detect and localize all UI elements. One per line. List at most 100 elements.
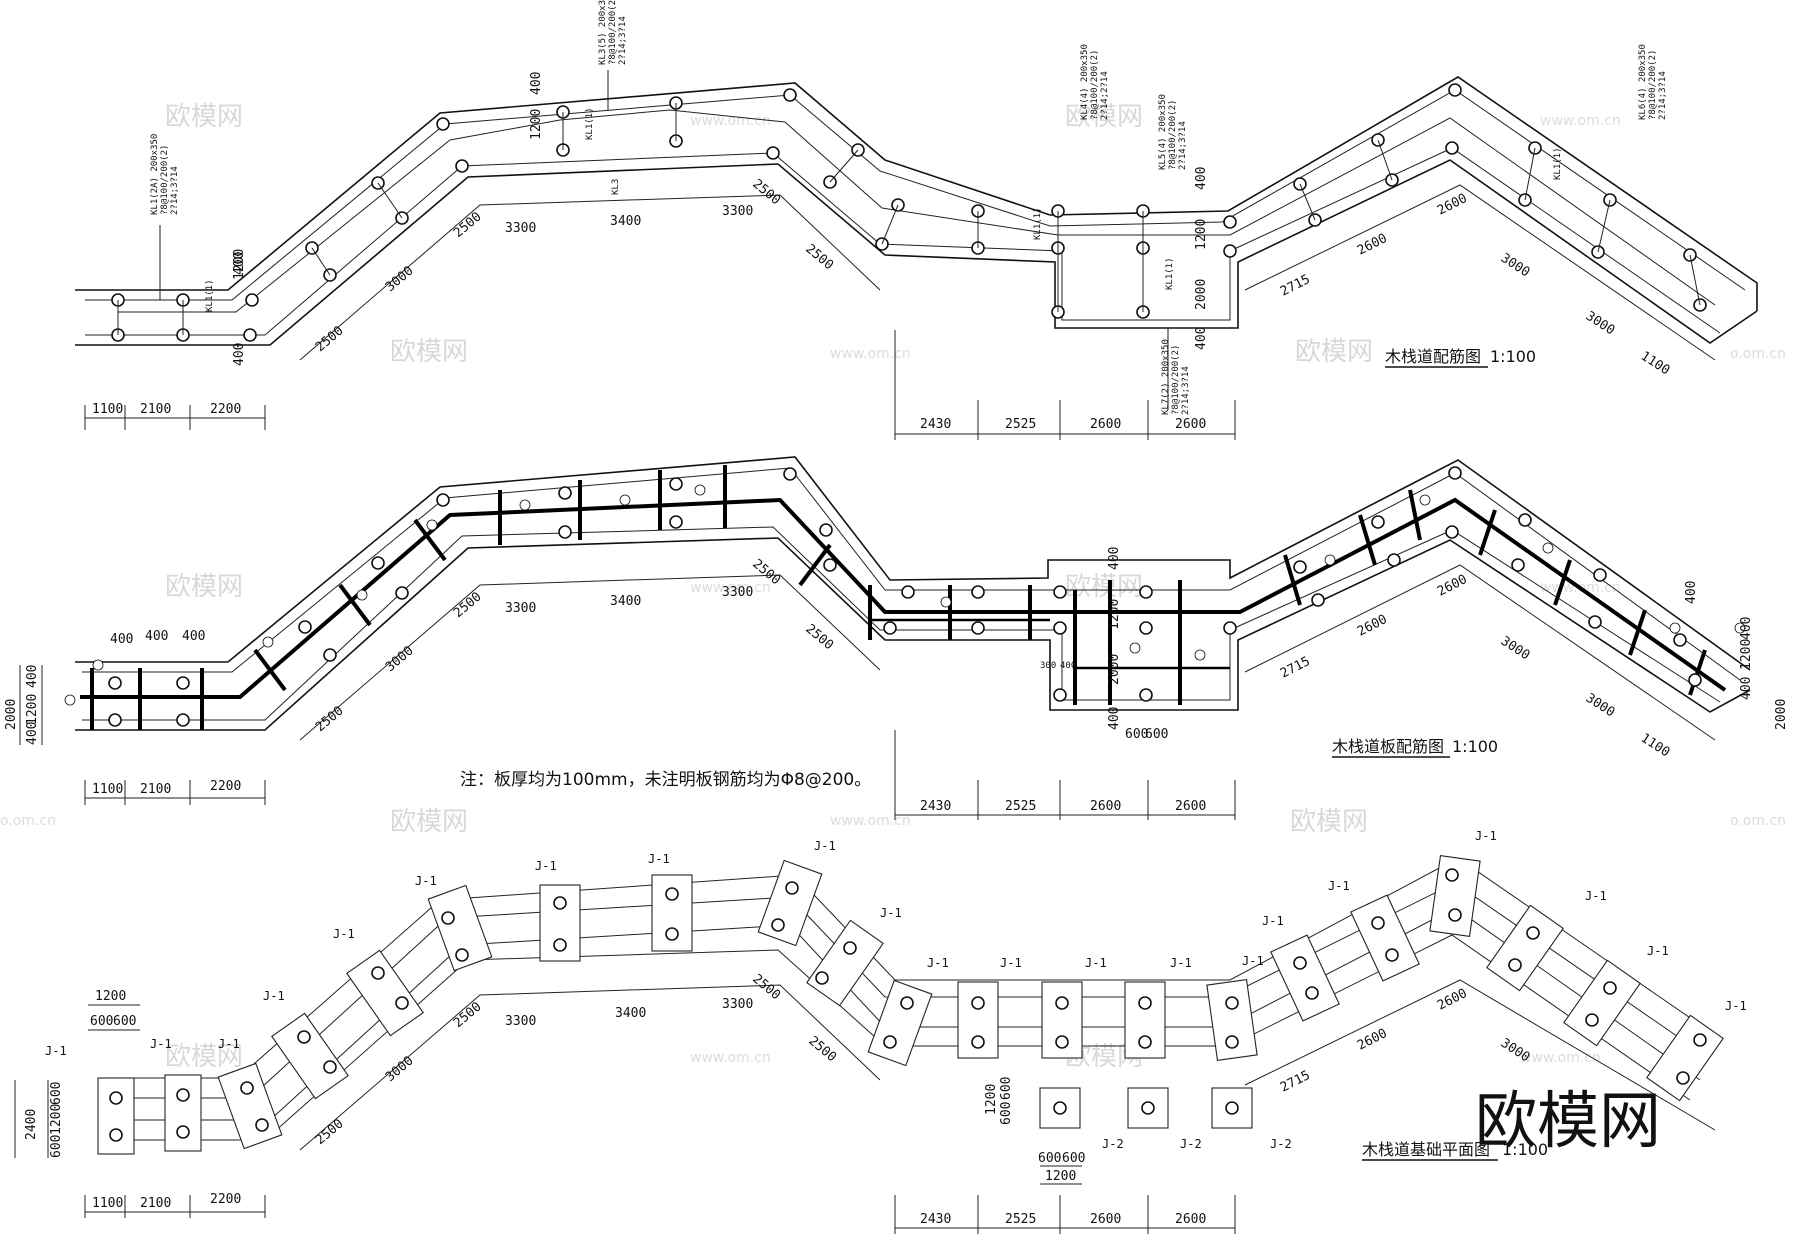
dimension-text: 600 [90, 1014, 113, 1029]
dimension-text: 2600 [1090, 1212, 1121, 1227]
rebar-tag [426, 519, 438, 531]
dimension-text: 3000 [1498, 634, 1532, 664]
dimension-chain-mid: 2430 2525 2600 2600 [894, 330, 1236, 440]
dimension-text: 2100 [140, 782, 171, 797]
column [1588, 615, 1602, 629]
pad-label-j2: J-2 [1102, 1137, 1124, 1151]
dimension-text: 3000 [383, 643, 417, 675]
column [883, 1035, 897, 1049]
column [1139, 688, 1153, 702]
column [436, 117, 450, 131]
dimension-text: 1200 [95, 989, 126, 1004]
dimension-text: 3000 [1498, 251, 1532, 281]
column [176, 713, 190, 727]
dimension-text: 2100 [140, 1196, 171, 1211]
column [1225, 1101, 1239, 1115]
rebar-tag [694, 484, 706, 496]
pad-label: J-1 [880, 906, 902, 920]
pad-label: J-1 [263, 989, 285, 1003]
plan-title-foundation: 木栈道基础平面图 1:100 [1362, 1140, 1548, 1161]
dimension-text: 2000 [4, 699, 19, 730]
pad-label: J-1 [648, 852, 670, 866]
column [109, 1091, 123, 1105]
dimension-text: 600 [999, 1077, 1014, 1100]
dimension-text: 2525 [1005, 799, 1036, 814]
plan-title: 木栈道配筋图 [1385, 347, 1481, 366]
pad-label-j2: J-2 [1180, 1137, 1202, 1151]
dimension-text: 2600 [1175, 799, 1206, 814]
column [900, 996, 914, 1010]
dimension-chain-mid: 2430 2525 2600 2600 [894, 1195, 1236, 1234]
dimension-text: 2525 [1005, 1212, 1036, 1227]
column [819, 523, 833, 537]
dimension-text: 3400 [610, 214, 641, 229]
column [1508, 958, 1522, 972]
dimension-text: 2100 [140, 402, 171, 417]
watermark-url: o.om.cn [1730, 813, 1786, 829]
pad-label: J-1 [218, 1037, 240, 1051]
column [558, 525, 572, 539]
dimension-chain-diagonal: 2500 3000 2500 3300 3400 3300 2500 2500 … [299, 557, 1716, 760]
column [436, 493, 450, 507]
beam-label-line: KL3(5) 200x350 [598, 0, 608, 65]
pad-label-j2: J-2 [1270, 1137, 1292, 1151]
column [669, 515, 683, 529]
pad-footing [806, 919, 884, 1007]
column [108, 676, 122, 690]
dimension-text: 1200 [1739, 639, 1754, 670]
dimension-text: 600 [113, 1014, 136, 1029]
column [901, 585, 915, 599]
dimension-text: 2715 [1278, 272, 1313, 300]
dimension-text: 400 [145, 629, 168, 644]
beam-reinforcement-plan: KL1(2A) 200x350 ?8@100/200(2) 2?14;3?14 … [75, 0, 1758, 440]
watermark-brand: 欧模网 [165, 102, 243, 132]
beam-label-line: KL1(2A) 200x350 [150, 134, 160, 215]
watermark-brand: 欧模网 [390, 807, 468, 837]
dimension-text: 2500 [802, 622, 836, 654]
watermark-brand: 欧模网 [390, 337, 468, 367]
pad-label: J-1 [45, 1044, 67, 1058]
rebar-tag-group [64, 484, 1746, 706]
pad-footing [427, 884, 493, 972]
dimension-text: 1200 [49, 1104, 64, 1135]
column [558, 486, 572, 500]
column [1387, 553, 1401, 567]
dimension-text: 1100 [1638, 349, 1672, 379]
column [1511, 558, 1525, 572]
column [109, 1128, 123, 1142]
dimension-text: 3300 [722, 997, 753, 1012]
beam-label-b5: KL7(2) 200x350 ?8@100/200(2) 2?14;3?14 [1161, 328, 1191, 415]
column [1138, 1035, 1152, 1049]
dimension-chain-left: 1100 2100 2200 [84, 779, 266, 805]
dimension-text: 400 [182, 629, 205, 644]
column [1445, 868, 1459, 882]
dimension-text: 400 [1684, 581, 1699, 604]
beam-label-line: ?8@100/200(2) [1090, 50, 1100, 120]
transverse-beams [117, 103, 1701, 335]
column [1585, 1013, 1599, 1027]
dimension-text: 400 [1060, 661, 1076, 671]
dimension-text: 600 [999, 1102, 1014, 1125]
dimension-text: 2500 [805, 1034, 839, 1066]
dimension-text: 2000 [1774, 699, 1789, 730]
pad-footing [217, 1062, 283, 1150]
column [665, 887, 679, 901]
column [1139, 621, 1153, 635]
column [1055, 1035, 1069, 1049]
column [255, 1118, 269, 1132]
beam-label-line: KL7(2) 200x350 [1161, 339, 1171, 415]
walkway-outline-bottom [75, 159, 1758, 346]
dimension-text: 2715 [1278, 654, 1313, 682]
column [1448, 466, 1462, 480]
beam-label-b2: KL3(5) 200x350 ?8@100/200(2) 2?14;3?14 [598, 0, 628, 110]
pad-label: J-1 [150, 1037, 172, 1051]
column-group [109, 868, 1707, 1142]
dimension-text: 2430 [920, 799, 951, 814]
pad-label: J-1 [1170, 956, 1192, 970]
pad-label: J-1 [333, 927, 355, 941]
dimension-text: 400 [1107, 707, 1122, 730]
column [243, 328, 257, 342]
watermark-url: www.om.cn [830, 813, 911, 829]
dimension-text: 600 [1038, 1151, 1061, 1166]
dimension-text: 1200 [1107, 599, 1122, 630]
